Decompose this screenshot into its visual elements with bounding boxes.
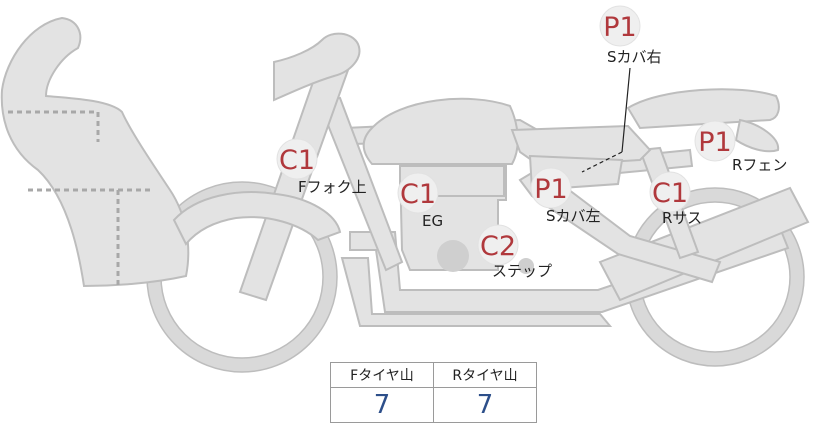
marker-label: Rフェン — [732, 156, 787, 174]
fairing-panel-line — [8, 110, 150, 285]
marker-code: C1 — [400, 179, 436, 210]
marker-label: ステップ — [492, 262, 552, 280]
marker-label: Rサス — [662, 209, 702, 227]
rear-fender-shape — [734, 118, 780, 153]
handlebar — [273, 32, 361, 102]
marker-code: P1 — [534, 174, 567, 205]
muffler — [598, 186, 810, 302]
marker-label: Fフォク上 — [298, 178, 367, 196]
step-peg — [518, 258, 534, 274]
s-cover-right-leader — [621, 67, 631, 153]
seat — [626, 88, 780, 130]
exhaust-pipe-lower — [340, 257, 613, 327]
engine-cover — [437, 240, 469, 272]
marker-f-fork-upper[interactable]: C1 Fフォク上 — [276, 138, 367, 196]
tire-tread-table: Fタイヤ山 Rタイヤ山 7 7 — [330, 362, 537, 423]
marker-s-cover-left[interactable]: P1 Sカバ左 — [530, 167, 601, 225]
marker-label: Sカバ左 — [546, 207, 601, 225]
marker-r-fender[interactable]: P1 Rフェン — [694, 120, 787, 174]
rear-tire-tread-value: 7 — [433, 387, 537, 423]
marker-code: C2 — [480, 231, 516, 262]
marker-r-suspension[interactable]: C1 Rサス — [649, 171, 702, 227]
front-fairing — [0, 16, 190, 288]
marker-engine[interactable]: C1 EG — [397, 172, 443, 230]
fuel-tank — [362, 97, 519, 165]
exhaust-pipe-upper — [349, 226, 790, 313]
marker-label: Sカバ右 — [607, 48, 662, 66]
rear-tire-tread-header: Rタイヤ山 — [433, 362, 537, 388]
marker-code: P1 — [603, 12, 636, 43]
front-tire-tread-value: 7 — [330, 387, 434, 423]
marker-code: P1 — [698, 127, 731, 158]
front-fender — [172, 191, 342, 246]
marker-s-cover-right[interactable]: P1 Sカバ右 — [599, 5, 662, 66]
marker-code: C1 — [652, 178, 688, 209]
marker-label: EG — [422, 212, 443, 230]
front-tire-tread-header: Fタイヤ山 — [330, 362, 434, 388]
marker-code: C1 — [279, 145, 315, 176]
s-cover-right-leader-dash — [581, 151, 623, 173]
marker-step[interactable]: C2 ステップ — [477, 224, 552, 280]
